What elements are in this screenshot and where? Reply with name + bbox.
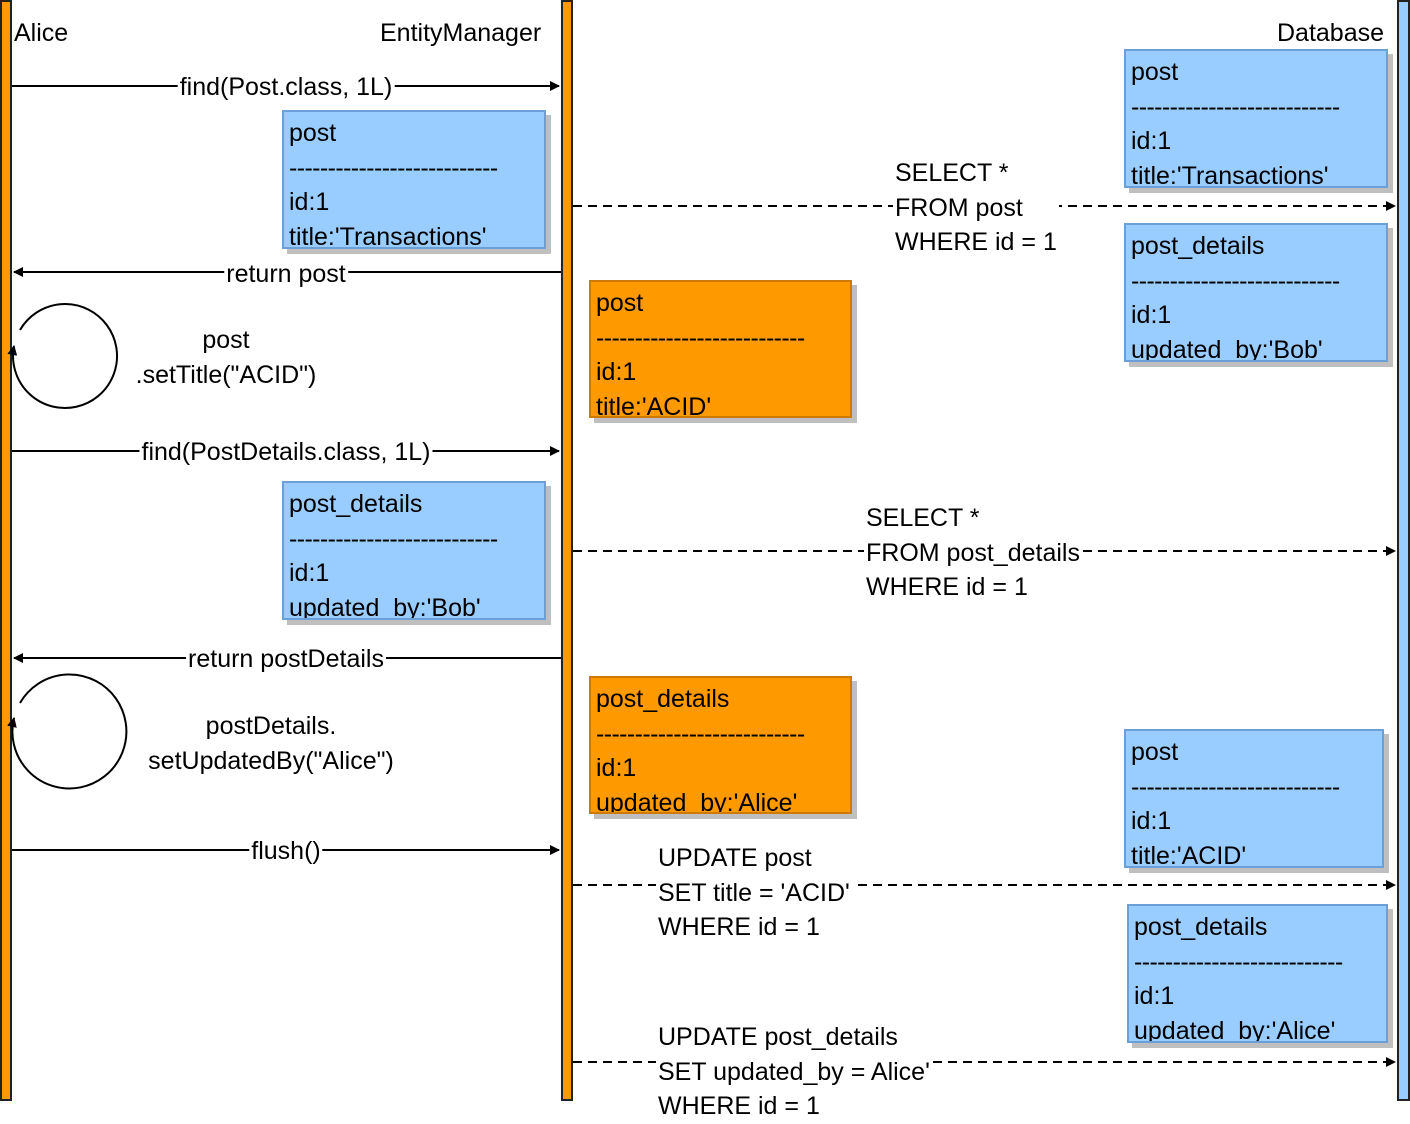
box-field: updated_by:'Alice'	[596, 788, 798, 814]
box-id: id:1	[1131, 127, 1172, 155]
box-field: updated_by:'Alice'	[1134, 1016, 1336, 1043]
box-title: post_details	[1134, 913, 1268, 941]
set-title-self-loop	[7, 303, 119, 409]
em-post-box: post --------------------------- id:1 ti…	[282, 110, 546, 249]
box-separator: ---------------------------	[596, 323, 805, 352]
entity-manager-label: EntityManager	[380, 19, 542, 47]
return-post-details-label: return postDetails	[186, 642, 386, 677]
box-field: title:'Transactions'	[289, 222, 487, 249]
box-title: post	[1131, 58, 1179, 86]
box-id: id:1	[1131, 807, 1172, 835]
box-title: post	[1131, 738, 1179, 766]
db-post-box: post --------------------------- id:1 ti…	[1124, 49, 1388, 188]
box-id: id:1	[1131, 301, 1172, 329]
db-post-details-box: post_details ---------------------------…	[1124, 223, 1388, 362]
find-post-details-label: find(PostDetails.class, 1L)	[139, 435, 433, 470]
box-field: title:'ACID'	[1131, 841, 1247, 868]
update-post-label: UPDATE post SET title = 'ACID' WHERE id …	[656, 841, 852, 945]
db-post-updated-box: post --------------------------- id:1 ti…	[1124, 729, 1384, 868]
flush-label: flush()	[249, 834, 323, 869]
em-post-modified-box: post --------------------------- id:1 ti…	[589, 280, 852, 418]
set-updated-by-self-loop	[7, 673, 128, 790]
select-post-label: SELECT * FROM post WHERE id = 1	[893, 156, 1059, 260]
box-separator: ---------------------------	[289, 153, 498, 182]
box-id: id:1	[596, 358, 637, 386]
box-separator: ---------------------------	[1131, 92, 1340, 121]
alice-lifeline	[0, 0, 12, 1101]
find-post-label: find(Post.class, 1L)	[177, 70, 395, 105]
box-id: id:1	[1134, 982, 1175, 1010]
update-post-details-label: UPDATE post_details SET updated_by = Ali…	[656, 1020, 932, 1124]
box-id: id:1	[289, 188, 330, 216]
set-title-label: post .setTitle("ACID")	[135, 326, 317, 389]
database-label: Database	[1277, 19, 1385, 47]
box-field: title:'Transactions'	[1131, 161, 1329, 188]
entity-manager-lifeline	[561, 0, 573, 1101]
set-updated-by-label: postDetails. setUpdatedBy("Alice")	[148, 712, 394, 775]
box-title: post_details	[289, 490, 423, 518]
box-field: updated_by:'Bob'	[1131, 335, 1323, 362]
box-title: post	[596, 289, 644, 317]
box-separator: ---------------------------	[1131, 266, 1340, 295]
database-lifeline	[1397, 0, 1410, 1101]
em-post-details-modified-box: post_details ---------------------------…	[589, 676, 852, 814]
box-id: id:1	[289, 559, 330, 587]
box-separator: ---------------------------	[1131, 772, 1340, 801]
box-separator: ---------------------------	[289, 524, 498, 553]
db-post-details-updated-box: post_details ---------------------------…	[1127, 904, 1388, 1043]
box-title: post_details	[596, 685, 730, 713]
em-post-details-box: post_details ---------------------------…	[282, 481, 546, 620]
alice-label: Alice	[14, 19, 69, 47]
box-field: title:'ACID'	[596, 392, 712, 418]
box-title: post	[289, 119, 337, 147]
box-separator: ---------------------------	[596, 719, 805, 748]
box-id: id:1	[596, 754, 637, 782]
box-field: updated_by:'Bob'	[289, 593, 481, 620]
box-separator: ---------------------------	[1134, 947, 1343, 976]
select-post-details-label: SELECT * FROM post_details WHERE id = 1	[864, 501, 1082, 605]
box-title: post_details	[1131, 232, 1265, 260]
return-post-label: return post	[224, 257, 348, 292]
